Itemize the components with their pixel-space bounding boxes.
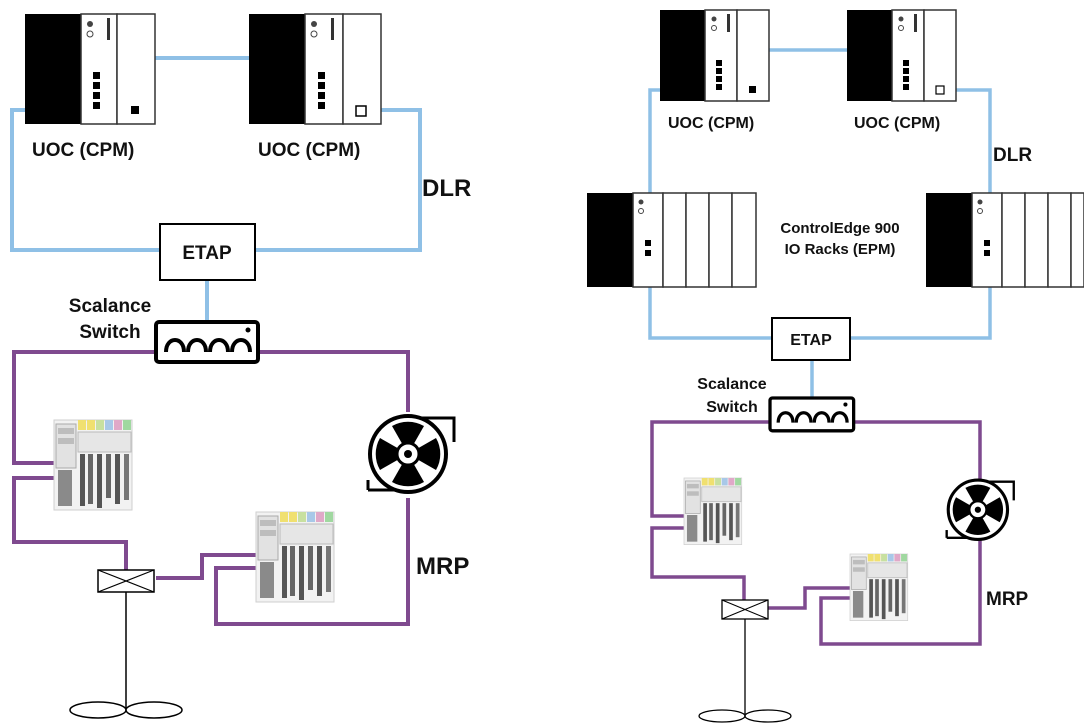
- uoc-controller-right-2: [847, 9, 957, 102]
- agitator-valve-left: [69, 569, 183, 719]
- etap-box-left: ETAP: [159, 223, 256, 281]
- uoc-label-left-1: UOC (CPM): [32, 140, 134, 161]
- etap-box-right: ETAP: [771, 317, 851, 361]
- dlr-label-left: DLR: [422, 175, 471, 202]
- mrp-label-left: MRP: [416, 553, 469, 580]
- scalance-label-left-line2: Switch: [79, 322, 140, 343]
- io-rack-right-2: [926, 192, 1084, 288]
- scalance-label-left-line1: Scalance: [69, 296, 151, 317]
- scalance-switch-left: [154, 320, 260, 364]
- remote-io-left-1: [53, 419, 133, 511]
- left-diagram: UOC (CPM) UOC (CPM) DLR ETAP Scalance Sw…: [10, 13, 471, 719]
- uoc-controller-left-1: [25, 13, 156, 125]
- controledge-label-line2: IO Racks (EPM): [785, 241, 896, 258]
- right-diagram: UOC (CPM) UOC (CPM) DLR Contro: [587, 9, 1084, 723]
- etap-label-left: ETAP: [182, 243, 232, 264]
- dlr-label-right: DLR: [993, 145, 1032, 166]
- uoc-label-right-1: UOC (CPM): [668, 115, 754, 132]
- uoc-label-left-2: UOC (CPM): [258, 140, 360, 161]
- fan-icon-right: [945, 478, 1016, 541]
- agitator-valve-right: [698, 599, 792, 723]
- etap-label-right: ETAP: [790, 332, 832, 349]
- uoc-label-right-2: UOC (CPM): [854, 115, 940, 132]
- controledge-label-line1: ControlEdge 900: [780, 220, 899, 237]
- mrp-ring-right: [650, 420, 982, 646]
- scalance-switch-right: [768, 396, 856, 433]
- uoc-controller-left-2: [249, 13, 382, 125]
- scalance-label-right-line2: Switch: [706, 399, 758, 416]
- io-rack-right-1: [587, 192, 757, 288]
- scalance-label-right-line1: Scalance: [697, 376, 766, 393]
- uoc-controller-right-1: [660, 9, 770, 102]
- fan-icon-left: [366, 414, 456, 494]
- remote-io-right-1: [683, 477, 743, 545]
- remote-io-left-2: [255, 511, 335, 603]
- mrp-ring-left: [12, 350, 410, 626]
- mrp-label-right: MRP: [986, 589, 1029, 610]
- remote-io-right-2: [849, 553, 909, 621]
